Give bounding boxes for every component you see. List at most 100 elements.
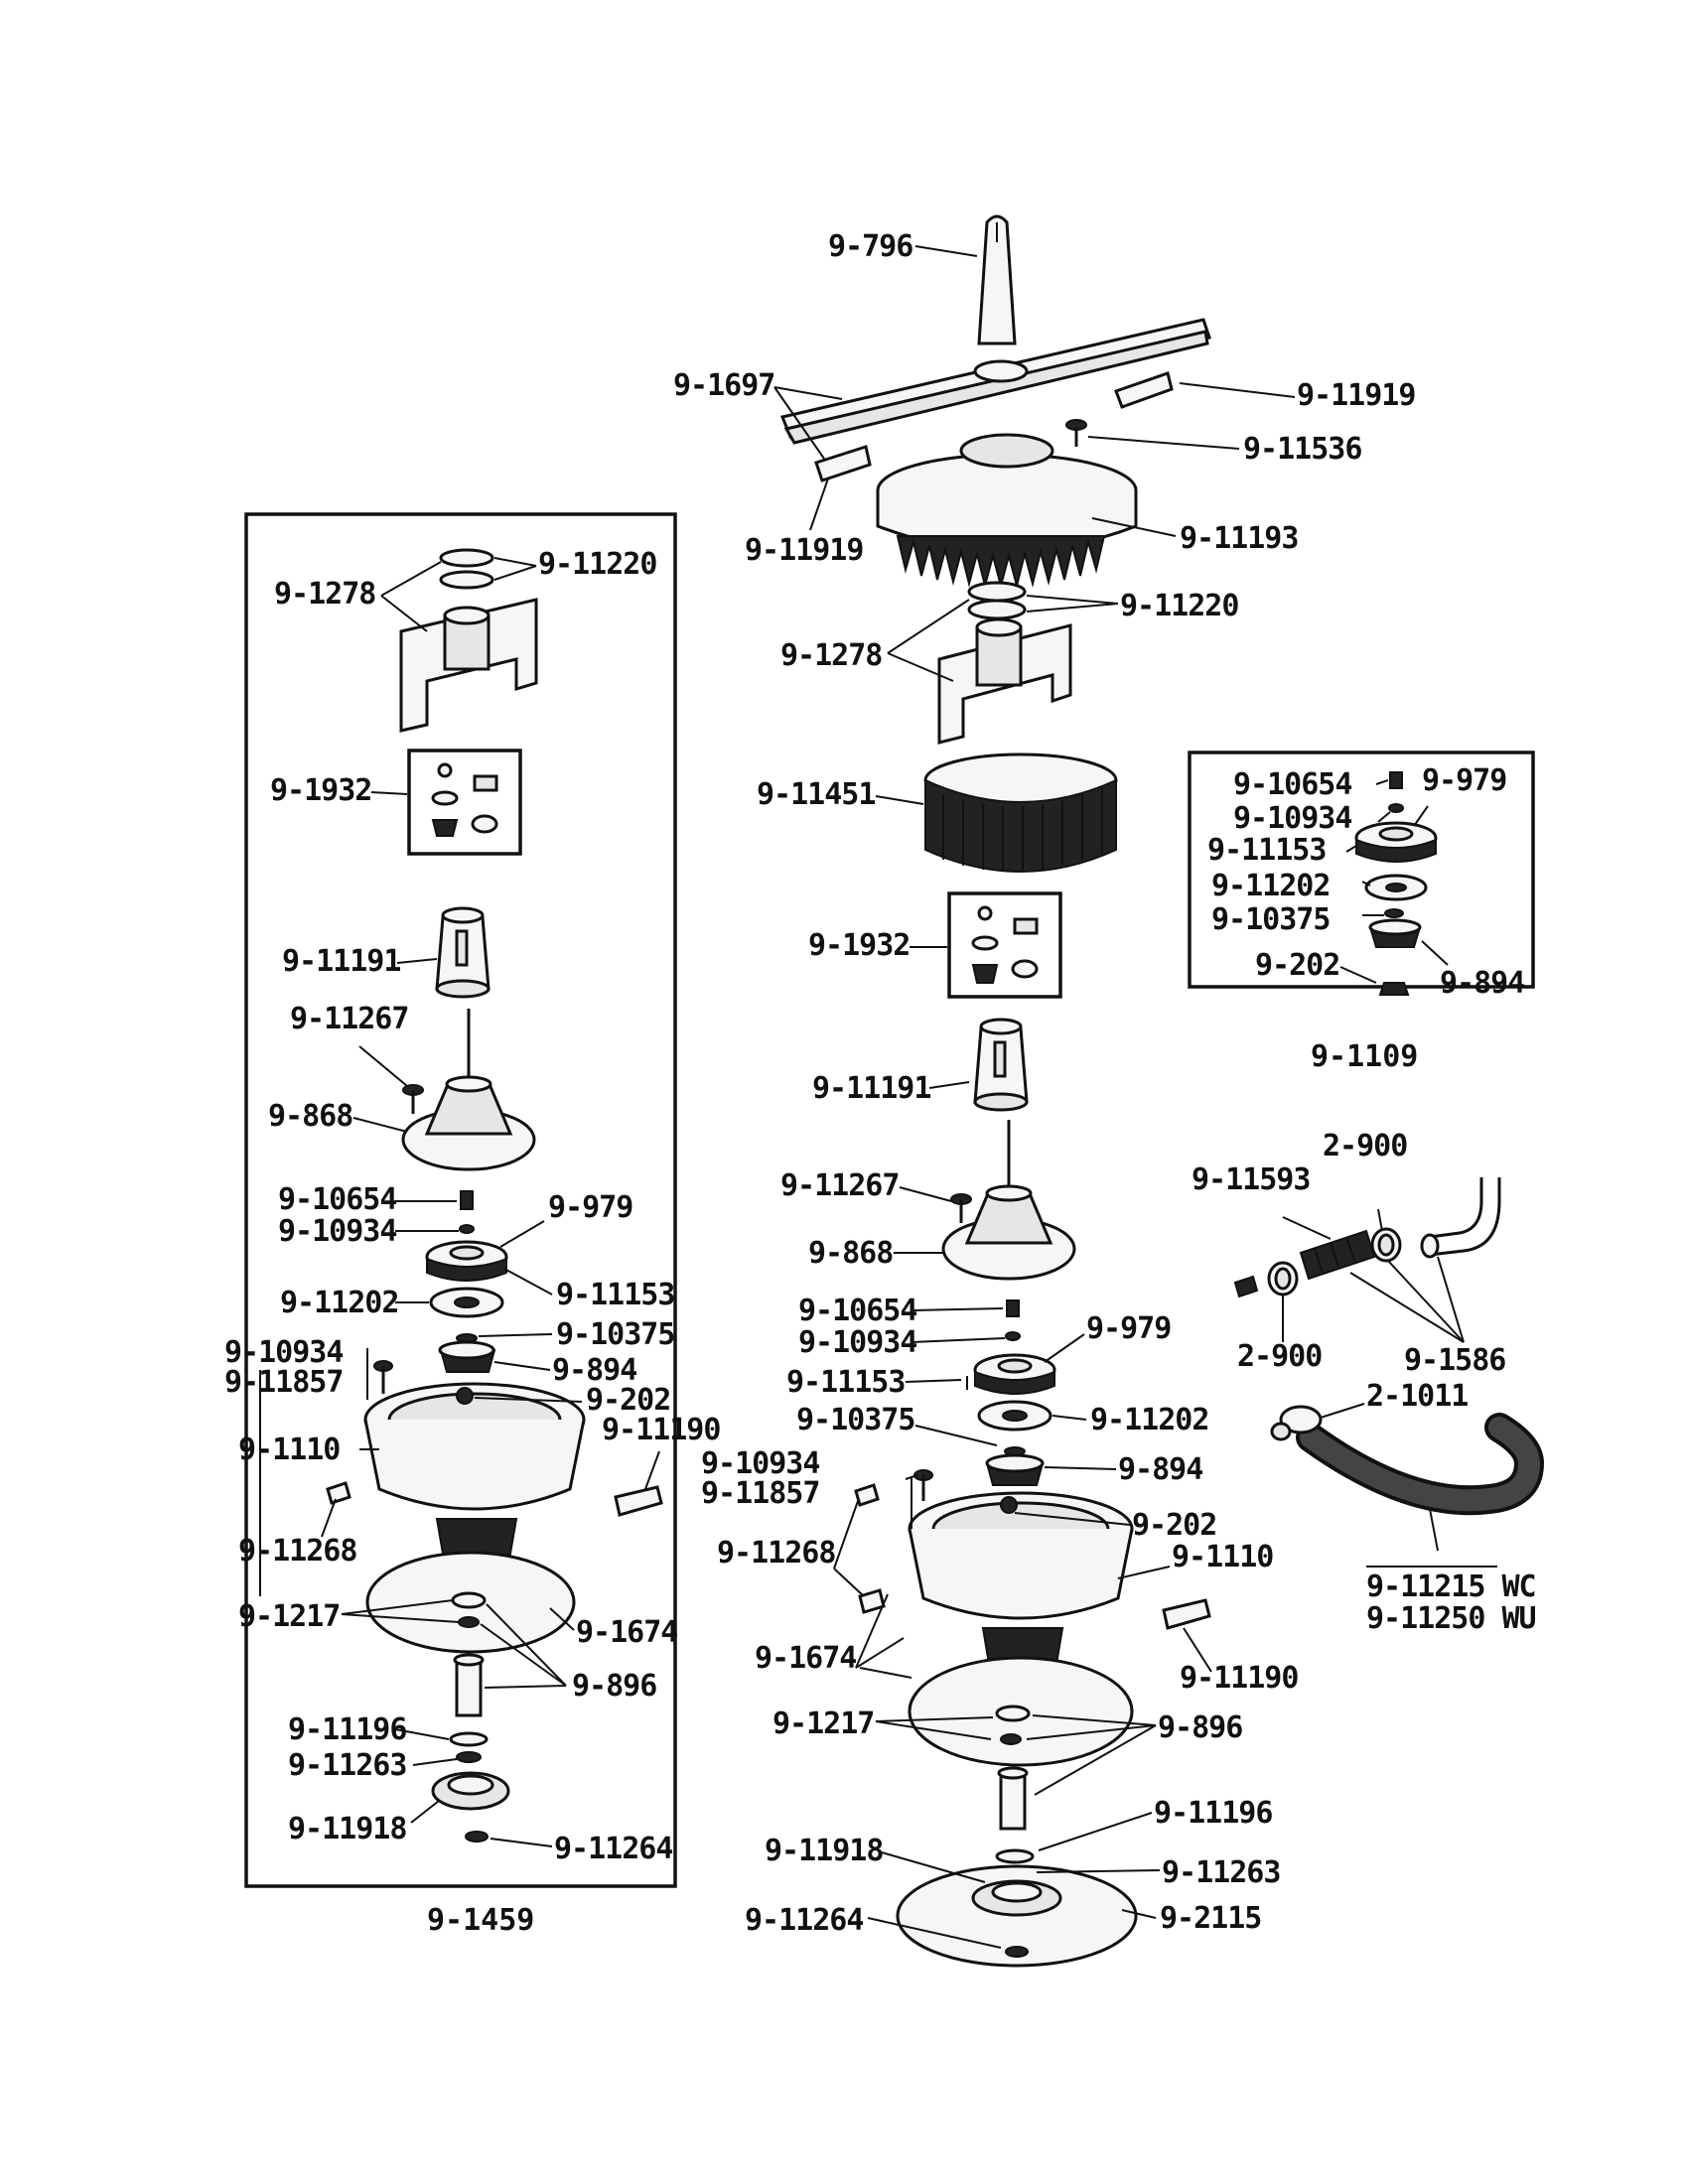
label-hose-wc: 9-11215 WC [1366, 1570, 1536, 1604]
filter-screen-part [923, 752, 1118, 873]
drain-hose-part [1296, 1413, 1545, 1516]
clip-3-part [854, 1483, 880, 1507]
lk-label-washer-2: 9-10934 [224, 1335, 343, 1370]
label-shaft-washer: 9-11196 [1154, 1796, 1272, 1831]
lk-label-bolt: 9-10654 [278, 1182, 396, 1217]
lk-hub-part [401, 1009, 536, 1171]
screw-2-part [950, 1193, 972, 1223]
label-spray-arm: 9-1697 [673, 368, 774, 403]
label-strainer: 9-11593 [1192, 1162, 1310, 1197]
lk-bearing-part [451, 1591, 487, 1609]
right-kit-frame [1188, 751, 1535, 989]
lk-label-gasket: 9-10375 [556, 1317, 674, 1352]
bolt-part [1006, 1299, 1020, 1317]
left-kit-frame [244, 512, 677, 1888]
label-bolt: 9-10654 [798, 1294, 916, 1328]
pulley-part [971, 1879, 1062, 1917]
rk-seal-assembly-part [1354, 821, 1438, 863]
rk-bolt-part [1389, 771, 1403, 789]
label-spray-cap: 9-796 [828, 229, 912, 264]
rk-label-screw: 9-11153 [1207, 833, 1326, 868]
lk-label-hub: 9-868 [268, 1099, 352, 1134]
right-kit-caption: 9-1109 [1311, 1039, 1418, 1074]
rk-seal-plate-part [1364, 874, 1428, 901]
shaft-part [997, 1766, 1029, 1831]
label-clip-left: 9-11919 [745, 533, 863, 568]
lk-label-seal-plate: 9-11202 [280, 1286, 398, 1320]
rk-label-seal-plate: 9-11202 [1211, 869, 1330, 903]
label-filter-screen: 9-11451 [757, 777, 875, 812]
rk-label-bolt: 9-10654 [1233, 767, 1351, 802]
lk-spacer-part [456, 1751, 482, 1763]
lk-label-housing: 9-1110 [238, 1433, 340, 1467]
spray-cap-part [977, 214, 1017, 345]
lk-pulley-part [431, 1771, 510, 1811]
lk-label-clip-2: 9-11268 [238, 1534, 356, 1569]
hose-end-part [1233, 1275, 1259, 1298]
lk-label-clip: 9-11190 [602, 1413, 720, 1447]
lk-housing-part [363, 1382, 586, 1577]
impeller-guard-part [876, 433, 1138, 590]
label-disc: 9-2115 [1160, 1901, 1261, 1936]
label-hose-kit: 9-1586 [1404, 1343, 1505, 1378]
label-bolt-2: 9-11857 [701, 1476, 819, 1511]
lk-seal-plate-part [429, 1287, 504, 1318]
lk-label-screw-2: 9-11153 [556, 1278, 674, 1312]
label-screw: 9-11536 [1243, 432, 1361, 467]
label-bearing: 9-1217 [772, 1706, 874, 1741]
lk-bolt-part [460, 1190, 474, 1210]
label-clip-4: 9-11190 [1180, 1661, 1298, 1696]
pipe-part [1420, 1177, 1501, 1259]
label-spacer: 9-11263 [1162, 1855, 1280, 1890]
label-screw-3: 9-11153 [786, 1365, 905, 1400]
label-clamp-3: 2-1011 [1366, 1379, 1468, 1414]
lk-washer-part [459, 1224, 475, 1234]
seal-assembly-part [973, 1353, 1056, 1395]
clip-4-part [1162, 1598, 1211, 1630]
clamp-3-part [1270, 1405, 1323, 1441]
spray-arm-part [779, 318, 1211, 445]
clamp-bottom-part [1267, 1261, 1299, 1297]
left-kit-caption: 9-1459 [427, 1903, 534, 1938]
lk-bearing-2-part [458, 1616, 480, 1628]
rk-label-washer: 9-10934 [1233, 801, 1351, 836]
label-pulley: 9-11918 [765, 1834, 883, 1868]
screw-part [1065, 419, 1087, 447]
label-sleeve: 9-11191 [812, 1071, 930, 1106]
label-clamp-bottom: 2-900 [1237, 1339, 1322, 1374]
label-gasket-large: 9-1674 [755, 1641, 856, 1676]
lk-sleeve-part [435, 906, 491, 999]
label-seal-rings: 9-11220 [1120, 589, 1238, 623]
lk-label-spacer: 9-11263 [288, 1748, 406, 1783]
lk-label-sleeve: 9-11191 [282, 944, 400, 979]
clamp-top-part [1370, 1227, 1402, 1263]
nut-2-part [1005, 1946, 1029, 1958]
lk-label-seal-kit: 9-1932 [270, 773, 371, 808]
lk-label-seal-assembly: 9-979 [548, 1190, 632, 1225]
bearing-2-part [1000, 1733, 1022, 1745]
washer-part [1005, 1331, 1021, 1341]
lk-shaft-washer-part [449, 1731, 489, 1747]
label-seal-plate: 9-11202 [1090, 1403, 1208, 1437]
rk-label-gasket: 9-10375 [1211, 902, 1330, 937]
label-seal-assembly: 9-979 [1086, 1311, 1171, 1346]
lk-label-gasket-large: 9-1674 [576, 1615, 677, 1650]
shaft-washer-part [995, 1848, 1035, 1864]
lk-clip-part [614, 1485, 663, 1517]
lk-label-screw: 9-11267 [290, 1002, 408, 1036]
leader-lines [259, 245, 1497, 1949]
lk-seal-assembly-part [425, 1240, 508, 1282]
label-bracket: 9-1278 [780, 638, 882, 673]
lk-clip-2-part [326, 1481, 351, 1505]
seal-plate-part [977, 1400, 1052, 1432]
label-pump-housing: 9-1110 [1172, 1540, 1273, 1574]
label-impeller-guard: 9-11193 [1180, 521, 1298, 556]
label-seal-kit: 9-1932 [808, 928, 910, 963]
lk-bolt-2-part [373, 1360, 393, 1394]
sleeve-part [973, 1018, 1029, 1112]
label-screw-2: 9-11267 [780, 1168, 899, 1203]
lk-label-bolt-2: 9-11857 [224, 1365, 343, 1400]
lk-seal-kit-part [407, 749, 522, 856]
lk-label-nut-2: 9-11264 [554, 1832, 672, 1866]
